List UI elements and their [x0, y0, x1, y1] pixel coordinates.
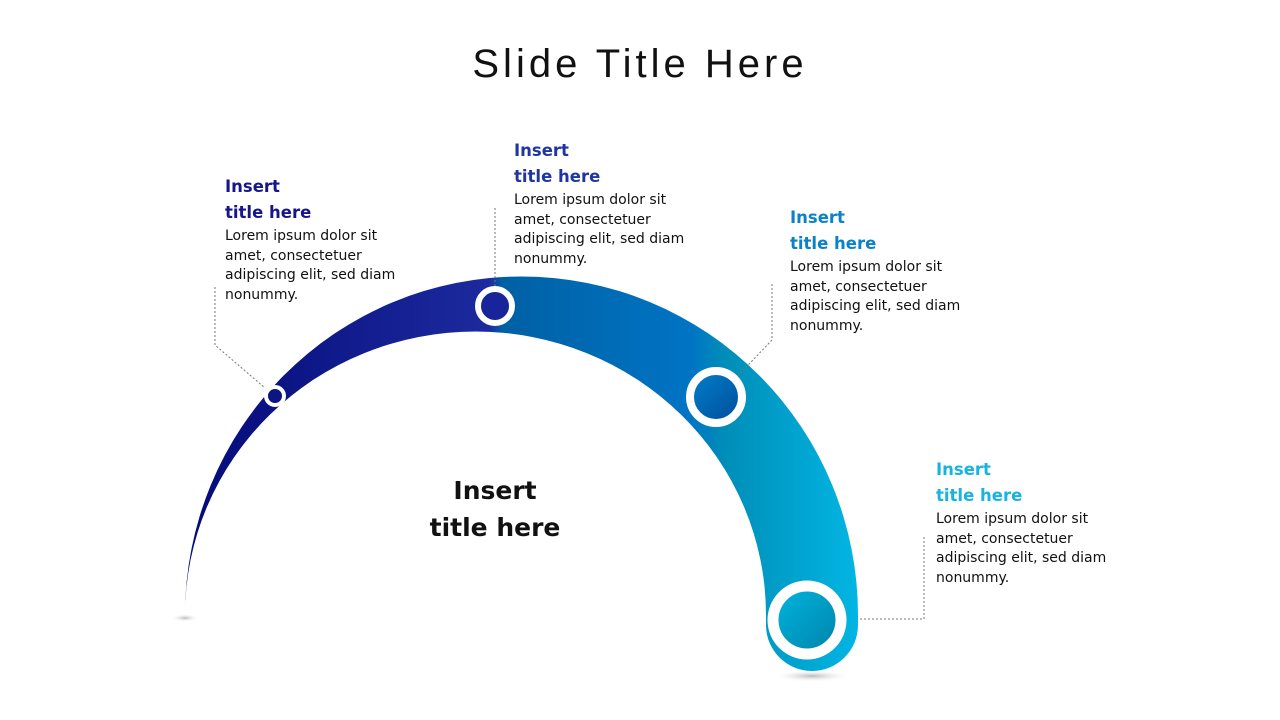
center-title-line2: title here [429, 513, 561, 542]
body-line: adipiscing elit, sed diam [225, 267, 396, 283]
block-title-line1: Insert [936, 460, 991, 479]
block-title-line2: title here [514, 167, 601, 186]
marker-3 [686, 367, 746, 427]
body-line: amet, consectetuer [225, 247, 362, 264]
block-title-line1: Insert [790, 208, 845, 227]
block-body: Lorem ipsum dolor sit amet, consectetuer… [790, 258, 990, 336]
body-line: adipiscing elit, sed diam [790, 298, 961, 314]
center-title: Insert title here [395, 472, 595, 546]
block-title-line1: Insert [514, 141, 569, 160]
body-line: nonummy. [225, 286, 299, 303]
text-block-4: Insert title here Lorem ipsum dolor sit … [936, 457, 1136, 588]
body-line: nonummy. [514, 250, 588, 267]
body-line: amet, consectetuer [514, 211, 651, 228]
body-line: nonummy. [936, 569, 1010, 586]
leader-line-1 [214, 287, 266, 389]
slide-title: Slide Title Here [472, 42, 808, 86]
body-line: adipiscing elit, sed diam [936, 550, 1107, 566]
body-line: amet, consectetuer [936, 530, 1073, 547]
arc-band [185, 276, 858, 671]
marker-2 [475, 286, 515, 326]
body-line: Lorem ipsum dolor sit [790, 259, 943, 275]
block-title-line2: title here [936, 486, 1023, 505]
text-block-1: Insert title here Lorem ipsum dolor sit … [225, 174, 425, 305]
text-block-2: Insert title here Lorem ipsum dolor sit … [514, 138, 714, 269]
marker-1 [264, 385, 286, 407]
body-line: Lorem ipsum dolor sit [225, 228, 378, 244]
marker-4 [767, 580, 847, 660]
body-line: nonummy. [790, 317, 864, 334]
block-title-line1: Insert [225, 177, 280, 196]
body-line: Lorem ipsum dolor sit [936, 511, 1089, 527]
leader-line-3 [731, 284, 773, 383]
block-body: Lorem ipsum dolor sit amet, consectetuer… [936, 510, 1136, 588]
body-line: adipiscing elit, sed diam [514, 231, 685, 247]
center-title-line1: Insert [453, 476, 537, 505]
arc-end-shadow [772, 670, 852, 682]
body-line: amet, consectetuer [790, 278, 927, 295]
block-title-line2: title here [790, 234, 877, 253]
block-body: Lorem ipsum dolor sit amet, consectetuer… [514, 191, 714, 269]
block-title-line2: title here [225, 203, 312, 222]
arc-tip-shadow [171, 614, 199, 622]
leader-line-4 [858, 537, 925, 620]
block-body: Lorem ipsum dolor sit amet, consectetuer… [225, 227, 425, 305]
text-block-3: Insert title here Lorem ipsum dolor sit … [790, 205, 990, 336]
body-line: Lorem ipsum dolor sit [514, 192, 667, 208]
